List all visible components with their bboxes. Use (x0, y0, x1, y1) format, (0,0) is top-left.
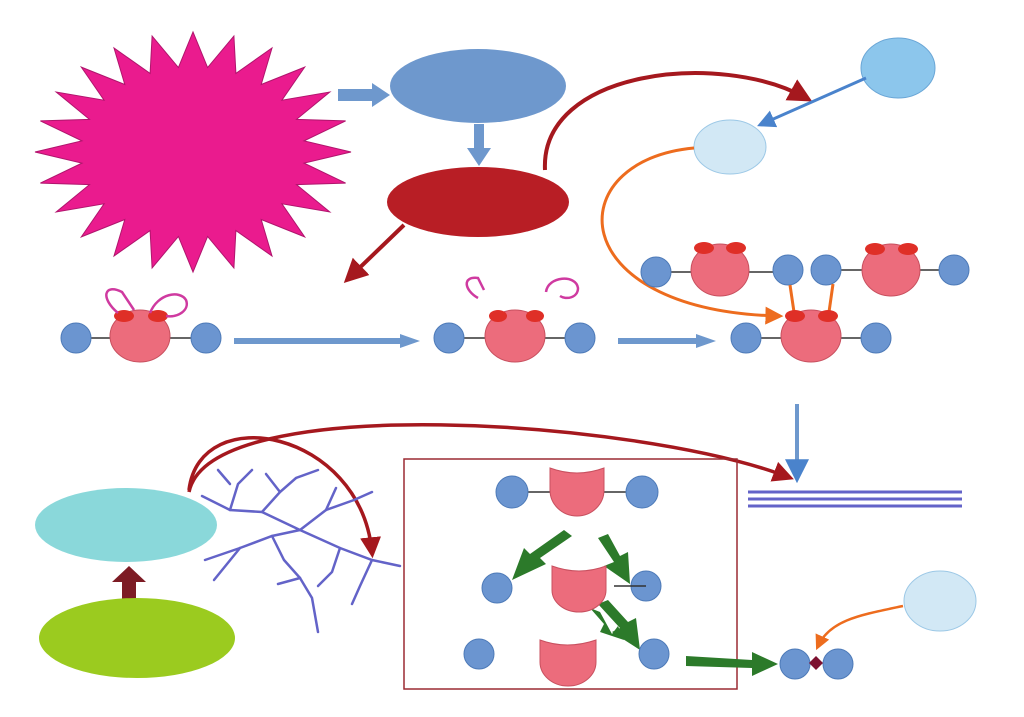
orange-connector-icon (788, 284, 796, 313)
branched-fiber-icon (200, 468, 402, 634)
ligand-ellipse (860, 37, 936, 99)
ligand-arrow-icon (757, 76, 867, 128)
box-complex-bottom (463, 638, 670, 687)
orange-arrow-icon (815, 604, 904, 651)
protein-complex-left (60, 288, 222, 363)
fiber-curved-arrow-icon (187, 436, 381, 559)
stimulus-starburst-icon (34, 30, 352, 274)
teal-ellipse (35, 488, 217, 562)
curved-arrow-icon (542, 71, 813, 171)
diamond-icon (809, 656, 823, 670)
green-arrow-icon (512, 530, 640, 650)
activation-arrow-icon (343, 223, 406, 283)
long-curved-arrow-icon (187, 422, 794, 493)
ligand-light-ellipse (693, 119, 767, 175)
up-block-arrow-icon (112, 566, 146, 600)
orange-connector-icon (827, 283, 835, 313)
process-box (403, 458, 738, 690)
protein-complex-bound (730, 309, 892, 363)
activated-ellipse (387, 167, 569, 237)
block-arrow-icon (338, 83, 390, 107)
orange-curved-arrow-icon (600, 146, 784, 325)
ligand-light-ellipse-bottom (903, 570, 977, 632)
protein-complex-right-a (640, 242, 804, 297)
final-product (779, 648, 854, 680)
triple-line-icon (748, 490, 962, 508)
box-complex-middle (481, 565, 662, 613)
box-complex-top (495, 467, 659, 517)
green-ellipse (39, 598, 235, 678)
protein-complex-middle (433, 276, 596, 363)
block-arrow-icon (618, 334, 716, 348)
block-arrow-icon (234, 334, 420, 348)
receptor-ellipse (390, 49, 566, 123)
block-arrow-down-icon (467, 124, 491, 166)
green-block-arrow-icon (686, 652, 778, 676)
protein-complex-right-b (810, 243, 970, 297)
